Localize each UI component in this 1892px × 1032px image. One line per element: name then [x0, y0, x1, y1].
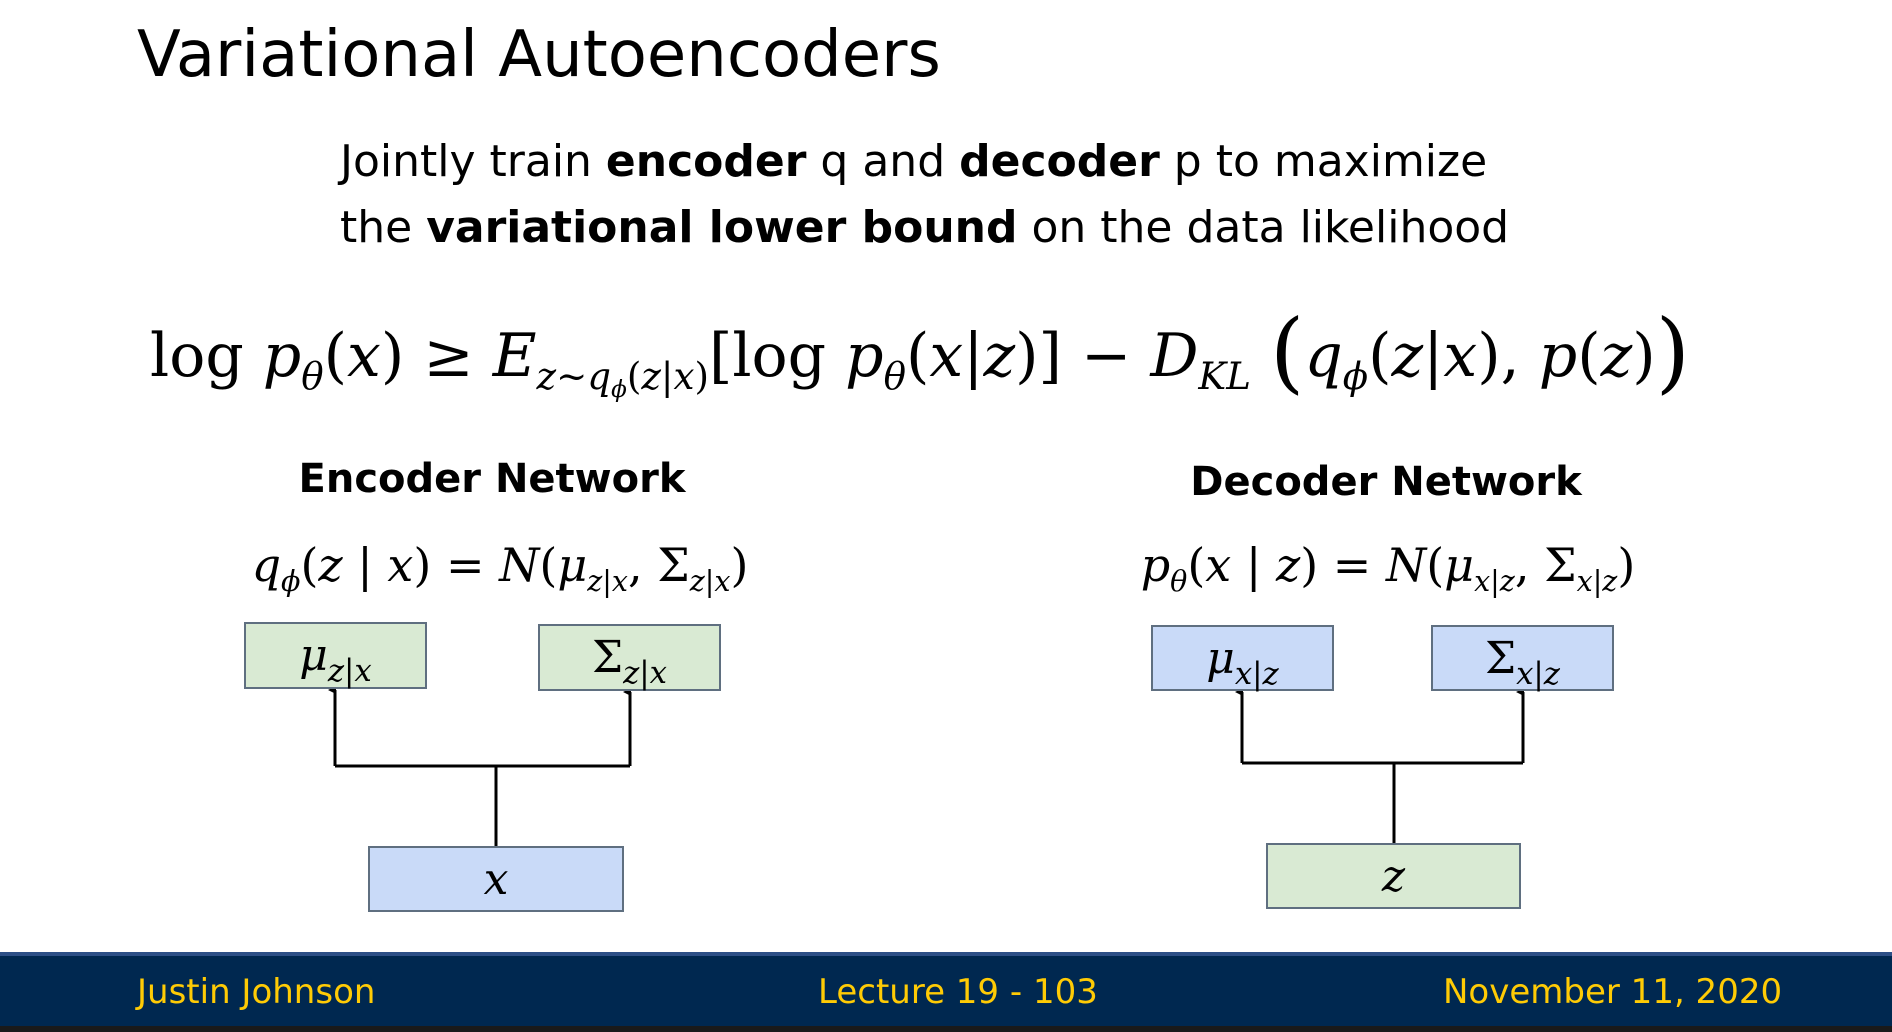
input-z: z	[1381, 850, 1406, 902]
text-bold: encoder	[605, 136, 807, 187]
encoder-network-label: Encoder Network	[298, 456, 686, 502]
text-bold: decoder	[959, 136, 1160, 187]
footer-date: November 11, 2020	[1443, 972, 1783, 1012]
elbo-equation: log pθ(x) ≥ Ez~qϕ(z|x)[log pθ(x|z)] − DK…	[150, 300, 1691, 404]
text: Jointly train	[340, 136, 606, 187]
text: on the data likelihood	[1017, 202, 1510, 253]
text: the	[340, 202, 427, 253]
subtitle-line-1: Jointly train encoder q and decoder p to…	[340, 136, 1487, 187]
decoder-input-box: z	[1266, 843, 1521, 909]
footer-bottom-strip	[0, 1026, 1892, 1032]
encoder-sigma-box: Σz|x	[538, 624, 721, 691]
input-x: x	[483, 853, 509, 905]
decoder-mu-box: μx|z	[1151, 625, 1334, 691]
footer-author: Justin Johnson	[137, 972, 376, 1012]
footer-bar	[0, 952, 1892, 1026]
encoder-mu-box: μz|x	[244, 622, 427, 689]
slide-title: Variational Autoencoders	[137, 18, 941, 92]
encoder-input-box: x	[368, 846, 624, 912]
encoder-equation: qϕ(z | x) = N(μz|x, Σz|x)	[251, 538, 749, 598]
footer-lecture: Lecture 19 - 103	[818, 972, 1098, 1012]
text-bold: variational lower bound	[426, 202, 1018, 253]
text: p to maximize	[1159, 136, 1488, 187]
decoder-sigma-box: Σx|z	[1431, 625, 1614, 691]
text: q and	[806, 136, 960, 187]
decoder-network-label: Decoder Network	[1190, 459, 1582, 505]
subtitle-line-2: the variational lower bound on the data …	[340, 202, 1509, 253]
decoder-equation: pθ(x | z) = N(μx|z, Σx|z)	[1140, 538, 1636, 598]
